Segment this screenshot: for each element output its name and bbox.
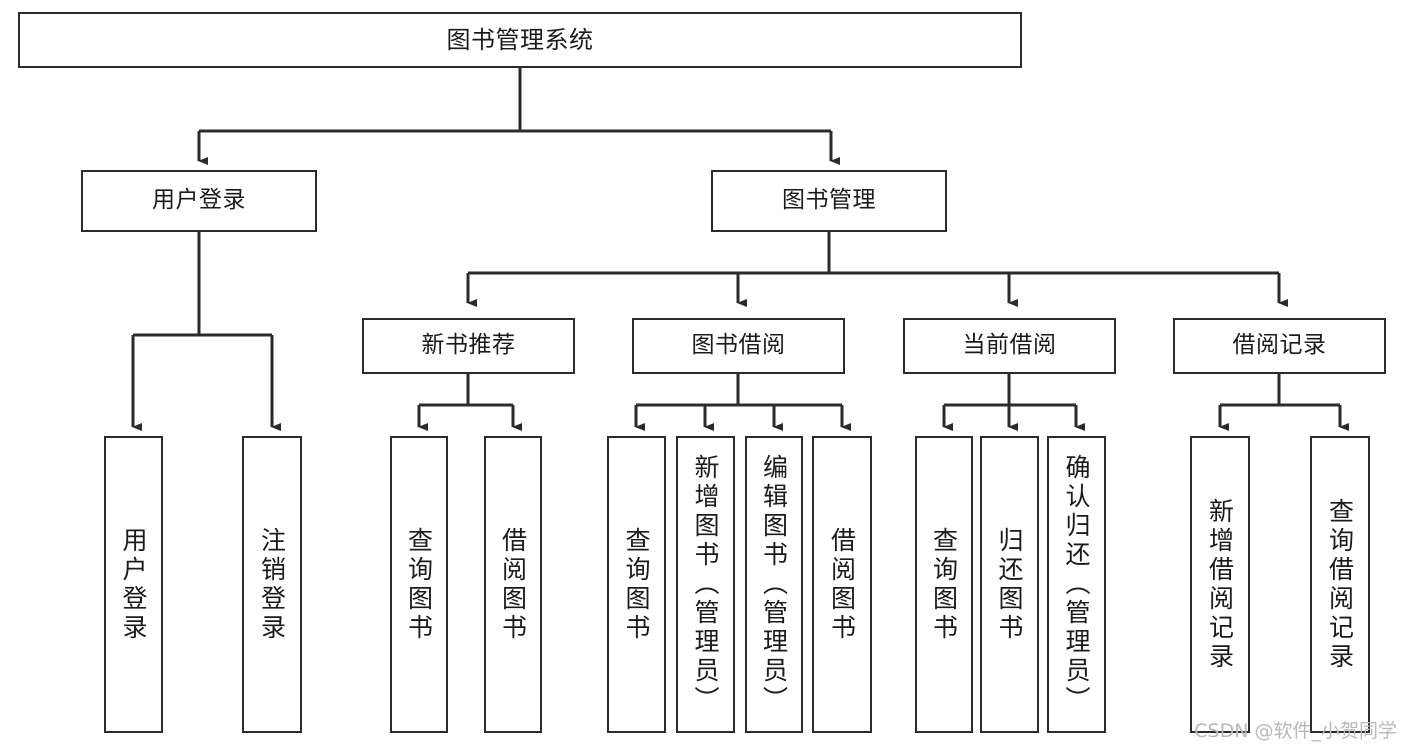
leaf-borrow-book-2[interactable]: 借阅图书 <box>812 436 872 733</box>
leaf-query-book-1[interactable]: 查询图书 <box>390 436 448 733</box>
node-label: 借阅图书 <box>827 526 857 643</box>
leaf-query-book-3[interactable]: 查询图书 <box>915 436 973 733</box>
node-label: 用户登录 <box>152 187 246 214</box>
leaf-edit-book-admin[interactable]: 编辑图书（管理员） <box>745 436 803 733</box>
node-label: 注销登录 <box>257 526 287 643</box>
leaf-add-book-admin[interactable]: 新增图书（管理员） <box>676 436 735 733</box>
node-borrow-record[interactable]: 借阅记录 <box>1173 318 1386 374</box>
leaf-logout-login[interactable]: 注销登录 <box>242 436 302 733</box>
leaf-confirm-return-admin[interactable]: 确认归还（管理员） <box>1047 436 1106 733</box>
node-root-system[interactable]: 图书管理系统 <box>18 12 1022 68</box>
node-book-borrow[interactable]: 图书借阅 <box>632 318 845 374</box>
node-label: 借阅记录 <box>1232 332 1327 359</box>
node-user-login[interactable]: 用户登录 <box>81 170 317 232</box>
leaf-add-borrow-record[interactable]: 新增借阅记录 <box>1190 436 1250 733</box>
node-current-borrow[interactable]: 当前借阅 <box>903 318 1116 374</box>
node-book-manage[interactable]: 图书管理 <box>711 170 947 232</box>
leaf-query-borrow-record[interactable]: 查询借阅记录 <box>1310 436 1370 733</box>
node-label: 当前借阅 <box>962 332 1057 359</box>
node-label: 查询图书 <box>404 526 434 643</box>
leaf-query-book-2[interactable]: 查询图书 <box>607 436 666 733</box>
node-label: 新增借阅记录 <box>1205 497 1235 672</box>
node-label: 归还图书 <box>995 526 1024 643</box>
node-label: 新增图书（管理员） <box>691 454 720 715</box>
node-label: 编辑图书（管理员） <box>759 454 789 715</box>
node-label: 图书管理 <box>782 187 876 214</box>
csdn-watermark: CSDN @软件_小贺同学 <box>1194 720 1397 742</box>
leaf-user-login[interactable]: 用户登录 <box>104 436 163 733</box>
node-label: 确认归还（管理员） <box>1062 454 1091 715</box>
node-label: 新书推荐 <box>421 332 516 359</box>
node-label: 查询借阅记录 <box>1325 497 1355 672</box>
node-label: 借阅图书 <box>498 526 528 643</box>
node-label: 查询图书 <box>929 526 959 643</box>
leaf-return-book[interactable]: 归还图书 <box>980 436 1039 733</box>
node-label: 用户登录 <box>119 526 148 643</box>
node-label: 查询图书 <box>622 526 651 643</box>
node-label: 图书借阅 <box>691 332 786 359</box>
leaf-borrow-book-1[interactable]: 借阅图书 <box>484 436 542 733</box>
node-label: 图书管理系统 <box>446 25 594 54</box>
node-new-book-recommend[interactable]: 新书推荐 <box>362 318 575 374</box>
